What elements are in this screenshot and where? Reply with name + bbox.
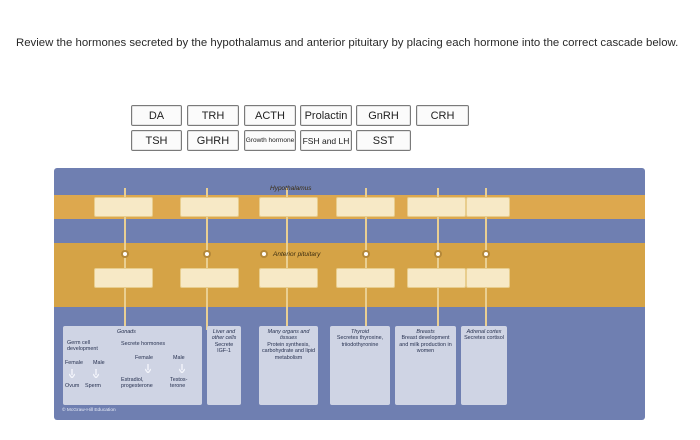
hormone-chip-ghrh[interactable]: GHRH xyxy=(187,130,239,151)
target-breasts-title: Breasts xyxy=(416,329,435,335)
arrow-down-icon xyxy=(93,369,99,378)
instructions-text: Review the hormones secreted by the hypo… xyxy=(16,37,679,49)
estradiol-label: Estradiol, progesterone xyxy=(121,377,153,390)
hypothalamus-label: Hypothalamus xyxy=(270,185,312,192)
target-thyroid-body: Secretes thyroxine, triiodothyronine xyxy=(336,335,384,348)
drop-slot-hypothalamus-2[interactable] xyxy=(180,197,239,217)
drop-slot-pituitary-5[interactable] xyxy=(407,268,466,288)
drop-slot-pituitary-6[interactable] xyxy=(466,268,510,288)
hormone-chip-gnrh[interactable]: GnRH xyxy=(356,105,411,126)
germ-cell-label: Germ cell development xyxy=(67,340,98,353)
cascade-stem-2 xyxy=(206,188,208,330)
cascade-node-1 xyxy=(121,250,129,258)
drop-slot-hypothalamus-6[interactable] xyxy=(466,197,510,217)
drop-slot-hypothalamus-1[interactable] xyxy=(94,197,153,217)
cascade-node-3 xyxy=(260,250,268,258)
hormone-chip-sst[interactable]: SST xyxy=(356,130,411,151)
drop-slot-pituitary-2[interactable] xyxy=(180,268,239,288)
sperm-label: Sperm xyxy=(85,383,101,389)
gonads-panel: Gonads Germ cell development Secrete hor… xyxy=(63,326,202,405)
hormone-chip-fsh-lh[interactable]: FSH and LH xyxy=(300,130,352,151)
arrow-down-icon xyxy=(69,369,75,378)
target-liver-title: Liver and other cells xyxy=(211,329,237,342)
hormone-chip-acth[interactable]: ACTH xyxy=(244,105,296,126)
drop-slot-hypothalamus-3[interactable] xyxy=(259,197,318,217)
drop-slot-pituitary-1[interactable] xyxy=(94,268,153,288)
hormone-chip-growth-hormone[interactable]: Growth hormone xyxy=(244,130,296,151)
gonads-title: Gonads xyxy=(117,329,136,335)
drop-slot-hypothalamus-5[interactable] xyxy=(407,197,466,217)
target-breasts: Breasts Breast development and milk prod… xyxy=(395,326,456,405)
hormone-chip-crh[interactable]: CRH xyxy=(416,105,469,126)
hormone-chip-da[interactable]: DA xyxy=(131,105,182,126)
cascade-node-6 xyxy=(482,250,490,258)
ovum-label: Ovum xyxy=(65,383,80,389)
hormone-chip-trh[interactable]: TRH xyxy=(187,105,239,126)
target-adrenal: Adrenal cortex Secretes cortisol xyxy=(461,326,507,405)
cascade-stem-6 xyxy=(485,188,487,330)
testosterone-label: Testos-terone xyxy=(170,377,188,390)
arrow-down-icon xyxy=(145,364,151,373)
target-thyroid: Thyroid Secretes thyroxine, triiodothyro… xyxy=(330,326,390,405)
target-liver: Liver and other cells Secrete IGF-1 xyxy=(207,326,241,405)
publisher-credit: © McGraw-Hill Education xyxy=(62,408,116,413)
target-breasts-body: Breast development and milk production i… xyxy=(399,335,452,355)
cascade-node-2 xyxy=(203,250,211,258)
cascade-diagram: Hypothalamus Anterior pituitary Gonads G… xyxy=(54,168,645,420)
target-many-organs-body: Protein synthesis, carbohydrate and lipi… xyxy=(261,341,316,361)
cascade-node-4 xyxy=(362,250,370,258)
male-left-label: Male xyxy=(93,360,105,366)
target-thyroid-title: Thyroid xyxy=(351,329,369,335)
hormone-chip-tsh[interactable]: TSH xyxy=(131,130,182,151)
male-right-label: Male xyxy=(173,355,185,361)
hormone-chip-prolactin[interactable]: Prolactin xyxy=(300,105,352,126)
arrow-down-icon xyxy=(179,364,185,373)
drop-slot-pituitary-3[interactable] xyxy=(259,268,318,288)
target-many-organs: Many organs and tissues Protein synthesi… xyxy=(259,326,318,405)
target-many-organs-title: Many organs and tissues xyxy=(267,329,310,342)
cascade-stem-5 xyxy=(437,188,439,330)
anterior-pituitary-label: Anterior pituitary xyxy=(273,251,321,258)
target-adrenal-title: Adrenal cortex xyxy=(466,329,502,335)
drop-slot-hypothalamus-4[interactable] xyxy=(336,197,395,217)
target-liver-body: Secrete IGF-1 xyxy=(214,341,234,355)
cascade-node-5 xyxy=(434,250,442,258)
cascade-stem-1 xyxy=(124,188,126,330)
drop-slot-pituitary-4[interactable] xyxy=(336,268,395,288)
cascade-stem-3 xyxy=(286,188,288,330)
target-adrenal-body: Secretes cortisol xyxy=(464,335,504,342)
female-right-label: Female xyxy=(135,355,153,361)
cascade-stem-4 xyxy=(365,188,367,330)
secrete-hormones-label: Secrete hormones xyxy=(121,341,166,347)
female-left-label: Female xyxy=(65,360,83,366)
